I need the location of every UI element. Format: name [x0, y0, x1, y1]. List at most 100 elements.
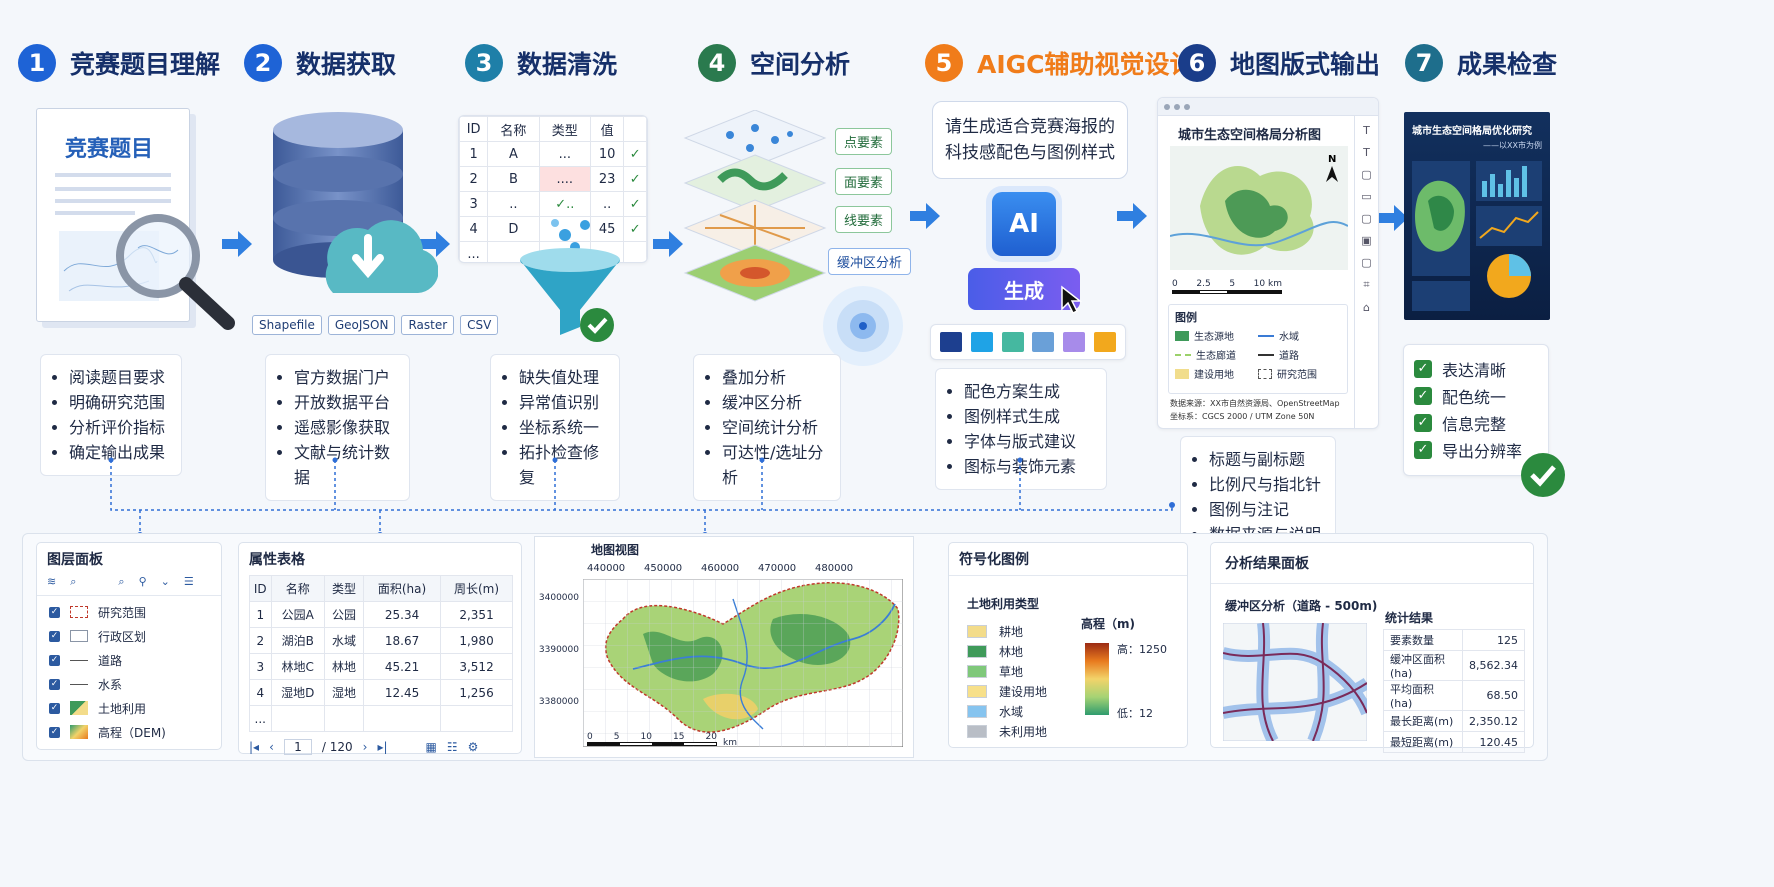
table-cell: ...	[459, 241, 489, 262]
step-title: 成果检查	[1457, 50, 1558, 79]
window-dot-icon[interactable]	[1184, 103, 1190, 110]
x-tick-label: 460000	[701, 563, 740, 574]
scale-label: 15	[673, 732, 685, 742]
layer-checkbox[interactable]: ✓	[49, 702, 60, 714]
gear-icon[interactable]: ⚙	[467, 740, 479, 754]
options-icon[interactable]: ☰	[183, 575, 194, 588]
prev-page-icon[interactable]: ‹	[269, 740, 274, 754]
first-page-icon[interactable]: |◂	[249, 740, 260, 754]
layout-tool-icon[interactable]: ▢	[1361, 256, 1372, 269]
next-page-icon[interactable]: ›	[362, 740, 368, 754]
layer-checkbox[interactable]: ✓	[49, 630, 60, 642]
layer-symbol-icon	[70, 630, 88, 642]
table-header[interactable]: ID	[249, 575, 272, 602]
table-header[interactable]: 类型	[323, 575, 365, 602]
last-page-icon[interactable]: ▸|	[377, 740, 388, 754]
table-cell: 18.67	[363, 627, 442, 654]
filter-icon[interactable]: ⚲	[138, 575, 147, 588]
map-view-title: 地图视图	[591, 543, 640, 557]
color-swatch[interactable]	[1001, 332, 1024, 352]
checkbox-checked-icon[interactable]: ✓	[1414, 440, 1432, 459]
table-cell: 湖泊B	[270, 627, 325, 654]
layout-tool-icon[interactable]: ▣	[1361, 234, 1372, 247]
layer-item[interactable]: ✓行政区划	[37, 624, 221, 648]
layout-tool-icon[interactable]: ⌗	[1363, 278, 1370, 291]
format-tag: Shapefile	[252, 315, 322, 335]
step-number: 3	[465, 44, 503, 82]
checkbox-checked-icon[interactable]: ✓	[1414, 386, 1432, 405]
legend-symbol-icon	[1258, 353, 1274, 356]
color-swatch[interactable]	[939, 332, 962, 352]
scale-label: 0	[587, 732, 593, 742]
checklist: ✓表达清晰✓配色统一✓信息完整✓导出分辨率	[1403, 344, 1549, 476]
stats-value: 8,562.34	[1462, 650, 1525, 681]
page-input[interactable]: 1	[283, 739, 312, 755]
color-swatch[interactable]	[1063, 332, 1086, 352]
color-swatch[interactable]	[1094, 332, 1117, 352]
layout-tool-icon[interactable]: ⌂	[1363, 301, 1370, 314]
layer-checkbox[interactable]: ✓	[49, 606, 60, 618]
layer-checkbox[interactable]: ✓	[49, 678, 60, 690]
layer-checkbox[interactable]: ✓	[49, 654, 60, 666]
table-header[interactable]: 面积(ha)	[363, 575, 442, 602]
layer-checkbox[interactable]: ✓	[49, 726, 60, 738]
layer-item[interactable]: ✓道路	[37, 648, 221, 672]
layer-item[interactable]: ✓ 水系	[37, 672, 221, 696]
format-tag: Raster	[401, 315, 455, 335]
table-header: 名称	[487, 116, 540, 142]
fields-icon[interactable]: ☷	[446, 740, 458, 754]
layout-tool-icon[interactable]: ▢	[1361, 212, 1372, 225]
layer-symbol-icon	[70, 606, 88, 618]
table-row[interactable]: ...	[249, 705, 513, 732]
success-check-icon	[1521, 453, 1565, 497]
layer-label: 水系	[98, 677, 123, 692]
checkbox-checked-icon[interactable]: ✓	[1414, 413, 1432, 432]
table-cell: ✓..	[538, 191, 591, 217]
table-cell	[440, 705, 513, 732]
color-swatch[interactable]	[970, 332, 993, 352]
bullet-item: 异常值识别	[519, 390, 605, 415]
format-tag: CSV	[460, 315, 499, 335]
layer-item[interactable]: ✓高程（DEM)	[37, 720, 221, 744]
collapse-icon[interactable]: ⌄	[160, 575, 170, 588]
layout-tool-icon[interactable]: ▢	[1361, 168, 1372, 181]
search-icon[interactable]: ⌕	[70, 575, 77, 588]
table-cell: 4	[249, 679, 272, 706]
table-header[interactable]: 名称	[270, 575, 325, 602]
bullet-item: 比例尺与指北针	[1209, 472, 1321, 497]
table-header[interactable]: 周长(m)	[440, 575, 513, 602]
bullet-item: 官方数据门户	[294, 365, 395, 390]
symbol-legend-title: 符号化图例	[949, 543, 1187, 576]
layout-tool-icon[interactable]: T	[1363, 146, 1370, 159]
land-use-item: 草地	[967, 661, 1047, 681]
x-tick-label: 480000	[815, 563, 854, 574]
layer-item[interactable]: ✓土地利用	[37, 696, 221, 720]
step4-bullets: 叠加分析缓冲区分析空间统计分析可达性/选址分析	[693, 354, 841, 501]
study-area-map	[583, 579, 903, 747]
window-dot-icon[interactable]	[1174, 103, 1180, 110]
layout-tool-icon[interactable]: ▭	[1361, 190, 1372, 203]
legend-label: 生态廊道	[1196, 351, 1236, 362]
layout-tool-icon[interactable]: T	[1363, 124, 1370, 137]
table-icon[interactable]: ▦	[425, 740, 437, 754]
layer-item[interactable]: ✓研究范围	[37, 600, 221, 624]
poster-graphics	[1412, 161, 1542, 311]
color-swatch[interactable]	[1032, 332, 1055, 352]
bullet-item: 缺失值处理	[519, 365, 605, 390]
land-swatch	[967, 644, 987, 658]
legend-item: 研究范围	[1258, 366, 1341, 381]
feature-label: 面要素	[835, 168, 893, 195]
land-label: 未利用地	[999, 724, 1048, 739]
y-tick-label: 3390000	[538, 645, 579, 655]
layers-icon[interactable]: ≋	[47, 575, 57, 588]
checkbox-checked-icon[interactable]: ✓	[1414, 359, 1432, 378]
window-dot-icon[interactable]	[1164, 103, 1170, 110]
search-icon[interactable]: ⌕	[118, 575, 125, 588]
